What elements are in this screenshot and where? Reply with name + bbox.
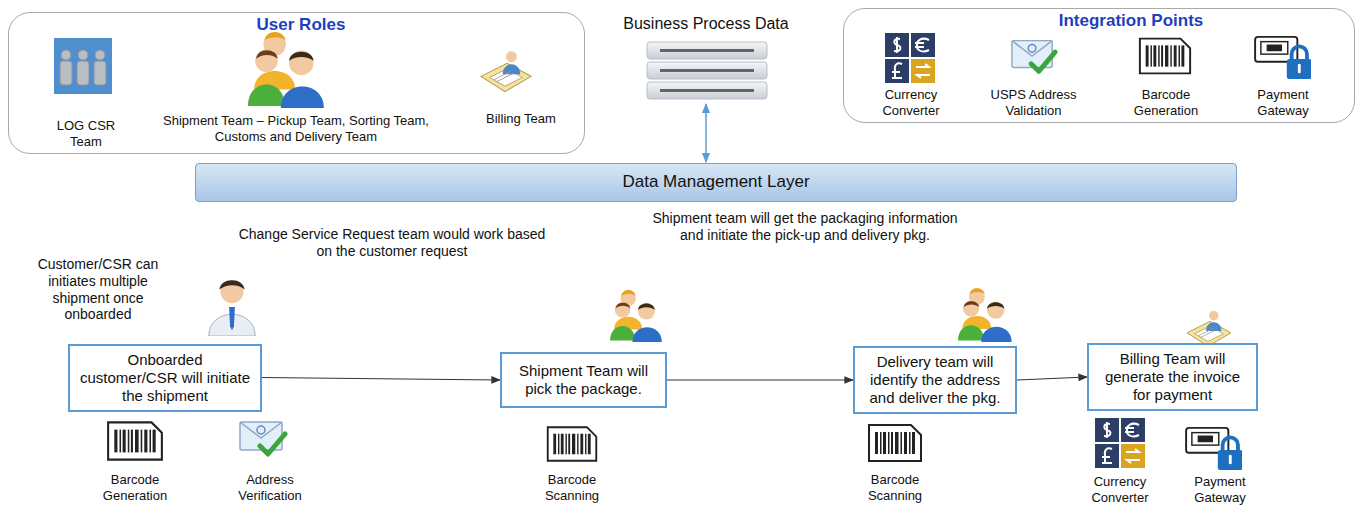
process-box: Shipment Team will pick the package.	[500, 352, 667, 408]
note-text: Customer/CSR can initiates multiple ship…	[18, 256, 178, 323]
process-box: Delivery team will identify the address …	[853, 346, 1017, 414]
data-store-title: Business Process Data	[596, 14, 816, 33]
icon-caption: Barcode Generation	[92, 472, 178, 503]
database-server: Business Process Data	[606, 14, 806, 102]
panel-title: User Roles	[226, 15, 376, 35]
note-text: Shipment team will get the packaging inf…	[640, 210, 970, 244]
box-text: Billing Team will generate the invoice f…	[1097, 350, 1248, 404]
layer-band: Data Management Layer	[195, 163, 1237, 202]
flow-arrow	[1017, 377, 1087, 380]
box-text: Onboarded customer/CSR will initiate the…	[78, 351, 252, 405]
group-panel: Integration PointsCurrency Converter USPS…	[843, 8, 1355, 123]
panel-title: Integration Points	[1031, 11, 1231, 31]
icon-caption: Payment Gateway	[1170, 474, 1270, 505]
icon-caption: Barcode Scanning	[853, 472, 937, 503]
role-label: Billing Team	[471, 111, 571, 127]
role-label: Shipment Team – Pickup Team, Sorting Tea…	[146, 113, 446, 144]
integration-label: Payment Gateway	[1241, 87, 1325, 118]
flow-arrow	[262, 378, 500, 381]
flow-arrow	[705, 104, 707, 162]
integration-label: Currency Converter	[869, 87, 953, 118]
integration-label: USPS Address Validation	[981, 87, 1086, 118]
box-text: Delivery team will identify the address …	[863, 353, 1007, 407]
box-text: Data Management Layer	[622, 172, 809, 192]
flow-arrow	[667, 379, 853, 380]
icon-caption: Currency Converter	[1078, 474, 1162, 505]
group-panel: User RolesLOG CSR Team Shipment Team – Pi…	[8, 12, 585, 154]
process-box: Billing Team will generate the invoice f…	[1087, 343, 1258, 411]
integration-label: Barcode Generation	[1121, 87, 1211, 118]
role-label: LOG CSR Team	[51, 118, 121, 149]
process-box: Onboarded customer/CSR will initiate the…	[68, 344, 262, 412]
note-text: Change Service Request team would work b…	[232, 226, 552, 260]
icon-caption: Address Verification	[222, 472, 318, 503]
box-text: Shipment Team will pick the package.	[510, 362, 657, 398]
icon-caption: Barcode Scanning	[530, 472, 614, 503]
